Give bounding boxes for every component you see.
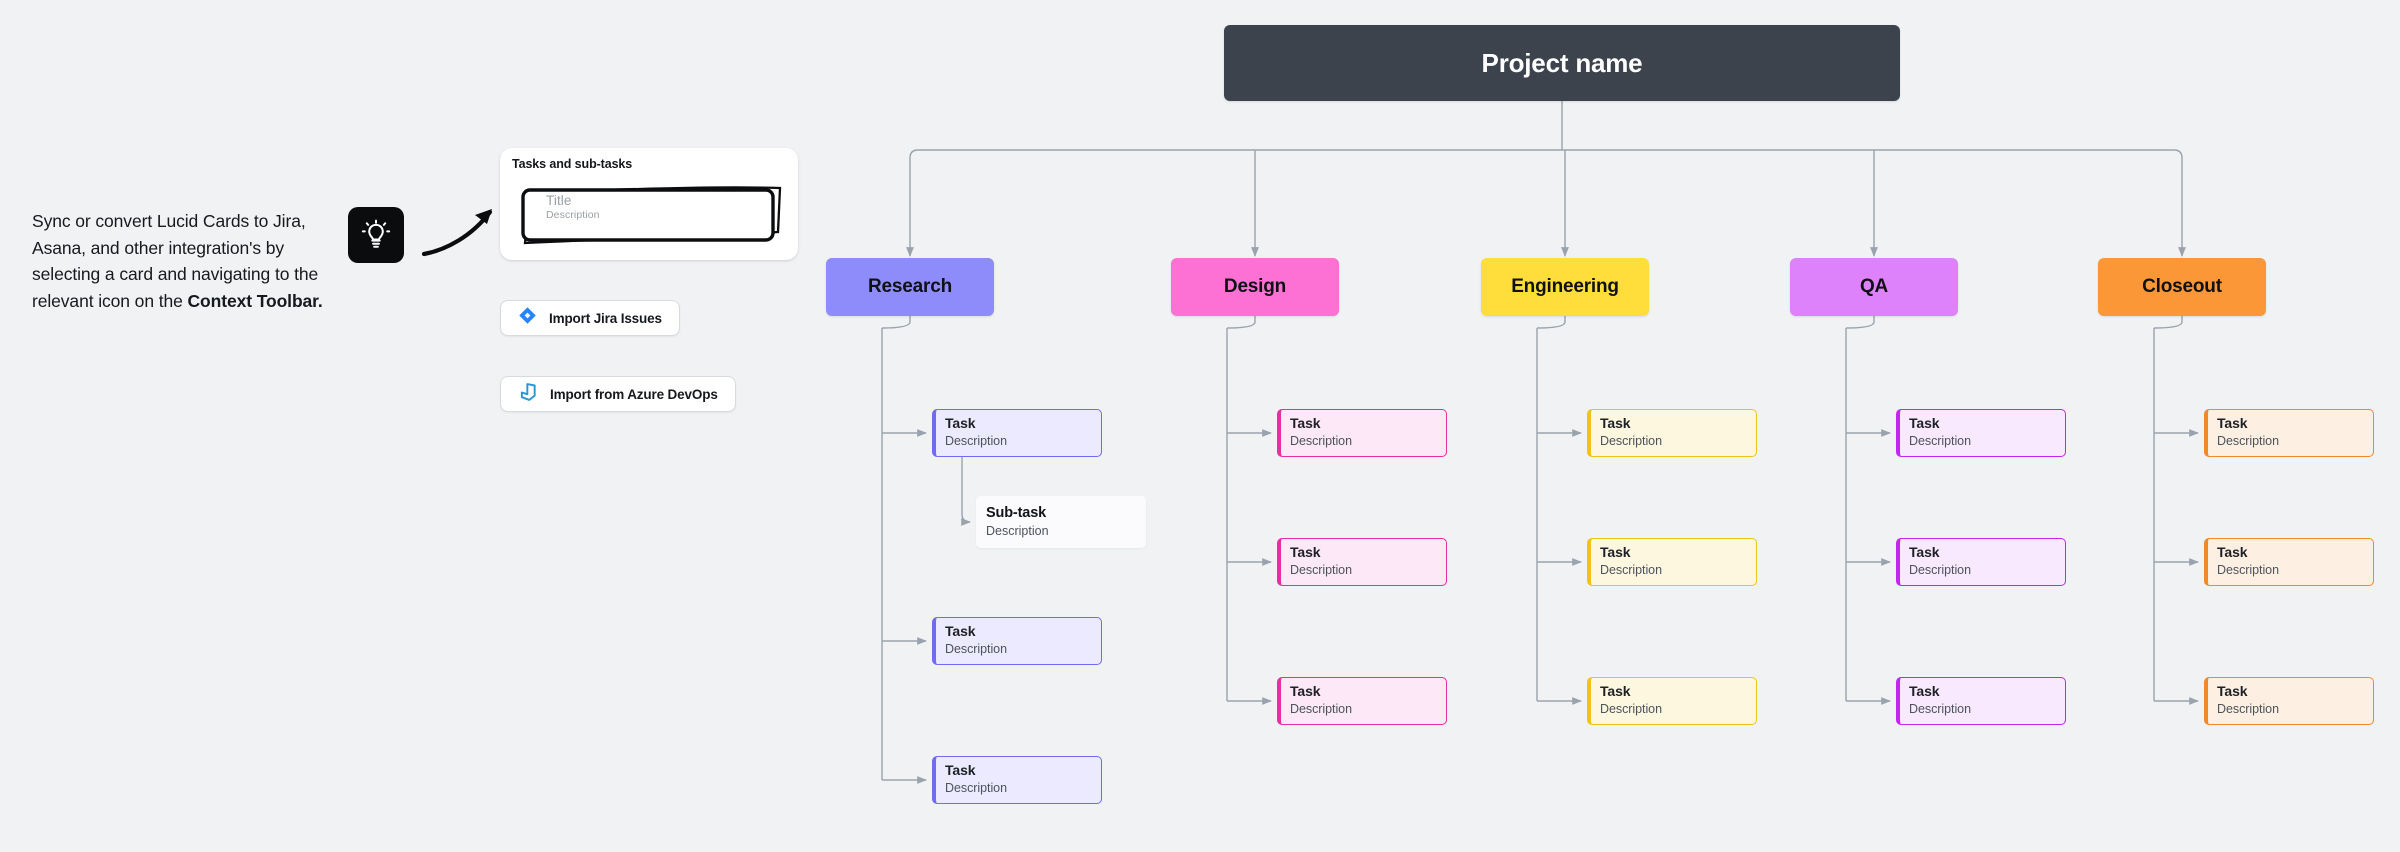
jira-icon xyxy=(518,306,537,330)
task-title: Task xyxy=(1600,544,1631,560)
task-description: Description xyxy=(1909,433,1971,448)
subtask-title: Sub-task xyxy=(986,505,1047,521)
stage-header-label: Closeout xyxy=(2142,276,2222,297)
task-description: Description xyxy=(945,433,1007,448)
curved-arrow-icon xyxy=(421,209,493,257)
task-description: Description xyxy=(945,780,1007,795)
stage-header-engineering[interactable]: Engineering xyxy=(1481,258,1649,316)
stage-header-label: Engineering xyxy=(1511,276,1619,297)
project-name-node[interactable]: Project name xyxy=(1224,25,1900,101)
task-description: Description xyxy=(1290,701,1352,716)
task-description: Description xyxy=(2217,701,2279,716)
sketch-title-placeholder: Title xyxy=(546,193,572,208)
import-jira-issues-button[interactable]: Import Jira Issues xyxy=(500,300,680,336)
azure-devops-icon xyxy=(518,382,538,407)
stage-header-label: QA xyxy=(1859,276,1889,297)
panel-title: Tasks and sub-tasks xyxy=(512,157,633,171)
task-title: Task xyxy=(1290,544,1321,560)
stage-header-label: Design xyxy=(1223,276,1287,297)
stage-header-closeout[interactable]: Closeout xyxy=(2098,258,2266,316)
sketch-description-placeholder: Description xyxy=(546,209,600,221)
task-title: Task xyxy=(945,623,976,639)
task-title: Task xyxy=(2217,415,2248,431)
task-description: Description xyxy=(2217,562,2279,577)
task-description: Description xyxy=(1600,701,1662,716)
task-description: Description xyxy=(945,641,1007,656)
import-azure-devops-button[interactable]: Import from Azure DevOps xyxy=(500,376,736,412)
explainer-line-3: and navigating to the relevant icon on t… xyxy=(32,264,319,311)
task-description: Description xyxy=(1600,433,1662,448)
stage-header-qa[interactable]: QA xyxy=(1790,258,1958,316)
task-description: Description xyxy=(1909,562,1971,577)
task-title: Task xyxy=(945,415,976,431)
task-description: Description xyxy=(1600,562,1662,577)
explainer-line-1: Sync or convert Lucid Cards to Jira, Asa… xyxy=(32,211,306,258)
lightbulb-icon xyxy=(348,207,404,263)
task-title: Task xyxy=(1290,683,1321,699)
task-description: Description xyxy=(2217,433,2279,448)
subtask-description: Description xyxy=(986,524,1049,539)
import-azure-devops-label: Import from Azure DevOps xyxy=(550,386,718,402)
task-title: Task xyxy=(1290,415,1321,431)
task-title: Task xyxy=(1909,415,1940,431)
task-description: Description xyxy=(1909,701,1971,716)
tasks-and-subtasks-panel: Tasks and sub-tasks Title Description xyxy=(500,148,798,260)
task-description: Description xyxy=(1290,433,1352,448)
explainer-line-2: and other integration's by selecting a c… xyxy=(32,237,285,285)
stage-header-research[interactable]: Research xyxy=(826,258,994,316)
stage-header-label: Research xyxy=(868,276,952,297)
task-title: Task xyxy=(1600,683,1631,699)
task-description: Description xyxy=(1290,562,1352,577)
task-title: Task xyxy=(2217,544,2248,560)
task-title: Task xyxy=(1600,415,1631,431)
explainer-text: Sync or convert Lucid Cards to Jira, Asa… xyxy=(32,208,332,314)
project-name-label: Project name xyxy=(1481,47,1643,78)
import-jira-issues-label: Import Jira Issues xyxy=(549,310,662,326)
explainer-bold-phrase: Context Toolbar. xyxy=(187,290,323,311)
task-title: Task xyxy=(1909,683,1940,699)
task-title: Task xyxy=(2217,683,2248,699)
stage-header-design[interactable]: Design xyxy=(1171,258,1339,316)
sketch-card: Title Description xyxy=(516,180,784,246)
task-title: Task xyxy=(1909,544,1940,560)
task-title: Task xyxy=(945,762,976,778)
